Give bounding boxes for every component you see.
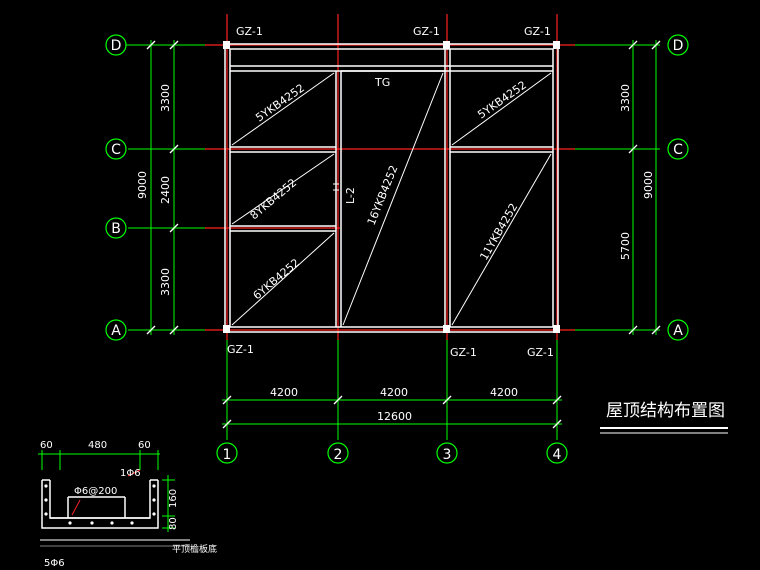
slab-label-1: 5YKB4252	[253, 81, 307, 124]
drawing-title: 屋顶结构布置图	[606, 401, 725, 421]
dim-lines	[150, 40, 657, 425]
detail-h2: 80	[168, 517, 179, 530]
dim-left-total: 9000	[136, 171, 149, 199]
slab-label-6: 11YKB4252	[477, 201, 520, 262]
dim-ticks	[146, 40, 661, 429]
axis-label-right-d: D	[673, 38, 684, 54]
slab-label-4: 16YKB4252	[365, 163, 401, 227]
dim-bottom-total: 12600	[377, 410, 412, 423]
axis-label-left-b: B	[111, 221, 121, 237]
axis-label-bottom-2: 2	[334, 447, 343, 463]
column-label-top-right: GZ-1	[524, 25, 551, 38]
dim-right-dc: 3300	[619, 84, 632, 112]
column-markers	[223, 41, 560, 333]
axis-bubbles-left	[105, 34, 130, 341]
column-label-top-mid: GZ-1	[413, 25, 440, 38]
slab-label-5: 5YKB4252	[475, 78, 529, 121]
axis-bubbles-right	[667, 34, 689, 341]
detail-rebar-mid: Φ6@200	[74, 486, 117, 497]
slab-label-3: 6YKB4252	[251, 256, 303, 302]
grid-lines	[128, 14, 660, 440]
detail-w-right: 60	[138, 440, 151, 451]
dim-left-cb: 2400	[159, 176, 172, 204]
axis-bubbles-bottom	[216, 442, 568, 464]
beam-l2-label: L-2	[344, 187, 357, 204]
dim-right-ca: 5700	[619, 232, 632, 260]
beams	[224, 43, 559, 333]
dim-left-ba: 3300	[159, 268, 172, 296]
column-label-bot-left: GZ-1	[227, 343, 254, 356]
detail-h1: 160	[168, 489, 179, 508]
dim-right-total: 9000	[642, 171, 655, 199]
dim-bottom-12: 4200	[270, 386, 298, 399]
detail-caption: 平顶檐板底	[172, 543, 217, 555]
column-label-bot-right: GZ-1	[527, 346, 554, 359]
tg-label: TG	[374, 76, 390, 89]
detail-rebar-top: 1Φ6	[120, 468, 141, 479]
axis-label-right-a: A	[673, 323, 683, 339]
axis-label-left-c: C	[111, 142, 121, 158]
column-label-bot-mid: GZ-1	[450, 346, 477, 359]
dim-bottom-34: 4200	[490, 386, 518, 399]
detail-w-left: 60	[40, 440, 53, 451]
column-label-top-left: GZ-1	[236, 25, 263, 38]
slab-diagonals	[231, 72, 552, 326]
axis-label-left-a: A	[111, 323, 121, 339]
beam-l2-marks	[333, 183, 339, 191]
axis-label-bottom-1: 1	[223, 447, 232, 463]
slab-label-2: 8YKB4252	[248, 176, 300, 222]
detail-w-mid: 480	[88, 440, 107, 451]
axis-label-left-d: D	[111, 38, 122, 54]
eave-detail	[38, 450, 190, 547]
dim-left-dc: 3300	[159, 84, 172, 112]
axis-label-bottom-4: 4	[553, 447, 562, 463]
axis-label-right-c: C	[673, 142, 683, 158]
detail-rebar-bot: 5Φ6	[44, 558, 65, 569]
dim-bottom-23: 4200	[380, 386, 408, 399]
axis-label-bottom-3: 3	[443, 447, 452, 463]
